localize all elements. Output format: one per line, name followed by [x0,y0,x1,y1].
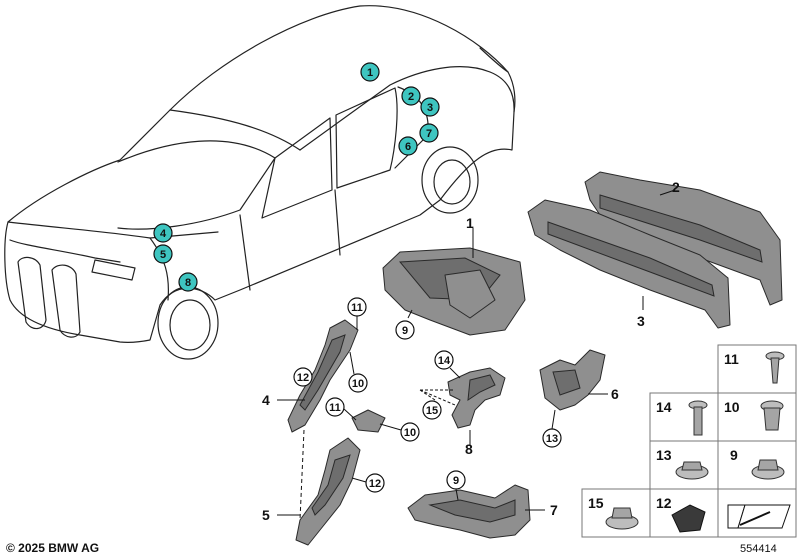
callout-9-part1[interactable]: 9 [395,320,415,340]
car-callouts: 1 2 3 7 6 4 5 8 [153,62,440,292]
legend-number-12: 12 [656,495,672,511]
svg-text:15: 15 [426,405,438,417]
part-8-bracket[interactable] [447,367,506,429]
car-callout-3[interactable]: 3 [420,97,440,117]
car-callout-8[interactable]: 8 [178,272,198,292]
part-3-rail[interactable] [527,199,731,329]
svg-text:11: 11 [329,402,341,414]
svg-text:14: 14 [438,355,451,367]
svg-text:1: 1 [367,67,373,79]
callout-9b-leader [455,488,459,501]
part-label-6: 6 [611,386,619,402]
callout-14-leader [449,367,461,379]
svg-text:9: 9 [453,475,459,487]
callout-13[interactable]: 13 [542,428,562,448]
collar-nut-icon [605,507,639,530]
clip-icon [671,504,706,533]
callout-12-part4[interactable]: 12 [293,367,313,387]
svg-text:12: 12 [369,478,381,490]
callout-9-part7[interactable]: 9 [446,470,466,490]
part-label-2: 2 [672,179,680,195]
legend-number-14: 14 [656,399,672,415]
fastener-legend: 11 14 10 13 9 15 [581,344,797,538]
car-callout-7[interactable]: 7 [419,123,439,143]
legend-cell-14[interactable] [649,392,719,442]
svg-text:9: 9 [402,325,408,337]
car-callout-5[interactable]: 5 [153,244,173,264]
svg-text:10: 10 [404,427,416,439]
part-label-5: 5 [262,507,270,523]
svg-text:4: 4 [160,228,167,240]
part-4-bracket[interactable] [287,319,359,433]
callout-13-leader [551,409,556,430]
callout-11-part5[interactable]: 11 [325,397,345,417]
legend-number-10: 10 [724,399,740,415]
callout-15-leader [419,389,456,406]
part-label-8: 8 [465,441,473,457]
legend-cell-11[interactable] [717,344,797,394]
flange-nut-icon [751,459,785,480]
legend-number-13: 13 [656,447,672,463]
callout-10-part5[interactable]: 10 [400,422,420,442]
car-callout-6[interactable]: 6 [398,136,418,156]
dashed-line [299,429,305,521]
callout-11-part4[interactable]: 11 [347,297,367,317]
part-label-4: 4 [262,392,270,408]
callout-11b-leader [343,408,357,421]
legend-cell-10[interactable] [717,392,797,442]
svg-text:13: 13 [546,433,558,445]
part-6-bracket[interactable] [539,349,606,411]
part-7-bracket[interactable] [407,484,531,539]
callout-14[interactable]: 14 [434,350,454,370]
callout-12b-leader [351,477,367,483]
screw-icon [765,351,785,384]
callout-10-part4[interactable]: 10 [348,373,368,393]
bolt-icon [688,400,708,436]
copyright: © 2025 BMW AG [6,541,100,555]
svg-text:12: 12 [297,372,309,384]
part-label-3: 3 [637,313,645,329]
callout-10b-leader [379,423,402,431]
legend-number-11: 11 [724,351,739,367]
installation-symbol-icon [727,504,791,529]
svg-text:10: 10 [352,378,364,390]
callout-10-leader [349,351,355,375]
svg-text:8: 8 [185,277,191,289]
legend-number-9: 9 [730,447,738,463]
car-callout-2[interactable]: 2 [401,86,421,106]
callout-12-part5[interactable]: 12 [365,473,385,493]
document-number: 554414 [740,543,777,555]
part-label-1: 1 [466,215,474,231]
hex-nut-icon [675,461,709,480]
part-1-bracket[interactable] [382,228,526,336]
car-callout-1[interactable]: 1 [360,62,380,82]
legend-number-15: 15 [588,495,604,511]
svg-text:7: 7 [426,128,432,140]
part-5-bracket[interactable] [295,409,386,546]
svg-text:3: 3 [427,102,433,114]
svg-text:2: 2 [408,91,414,103]
callout-15[interactable]: 15 [422,400,442,420]
svg-text:6: 6 [405,141,411,153]
car-callout-4[interactable]: 4 [153,223,173,243]
svg-text:5: 5 [160,249,166,261]
rivet-nut-icon [760,400,784,431]
legend-cell-9[interactable] [717,440,797,490]
part-label-7: 7 [550,502,558,518]
svg-text:11: 11 [351,302,363,314]
